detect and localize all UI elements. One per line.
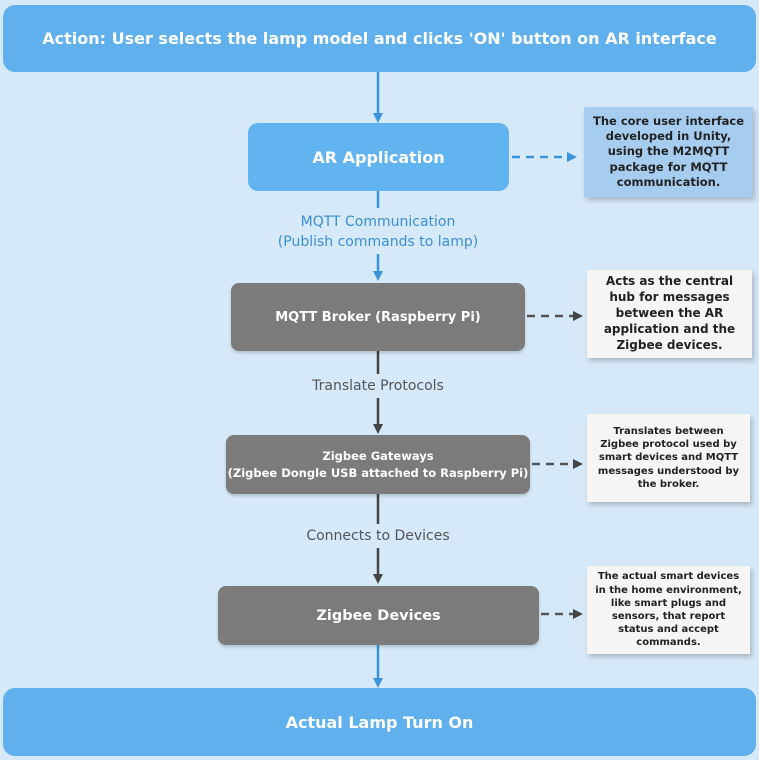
node-zigbee-gateways-subtitle: (Zigbee Dongle USB attached to Raspberry… <box>227 465 529 480</box>
note-ar-application-text: The core user interface developed in Uni… <box>592 114 744 189</box>
note-zigbee-devices: The actual smart devices in the home env… <box>587 566 750 654</box>
node-zigbee-gateways-title: Zigbee Gateways <box>322 449 434 464</box>
node-zigbee-devices-label: Zigbee Devices <box>316 607 441 624</box>
node-ar-application: AR Application <box>248 123 509 191</box>
note-zigbee-devices-text: The actual smart devices in the home env… <box>595 571 742 649</box>
note-zigbee-gateways-text: Translates between Zigbee protocol used … <box>597 426 740 490</box>
edge-label-mqtt-line2: (Publish commands to lamp) <box>277 233 479 250</box>
edge-label-mqtt-line1: MQTT Communication <box>300 214 456 230</box>
note-mqtt-broker-text: Acts as the central hub for messages bet… <box>603 274 736 352</box>
node-zigbee-gateways: Zigbee Gateways (Zigbee Dongle USB attac… <box>226 435 530 494</box>
node-ar-application-label: AR Application <box>312 147 445 167</box>
top-action-bar: Action: User selects the lamp model and … <box>3 5 756 72</box>
edge-label-mqtt: MQTT Communication (Publish commands to … <box>228 213 528 253</box>
node-zigbee-devices: Zigbee Devices <box>218 586 539 645</box>
edge-label-translate-text: Translate Protocols <box>312 378 444 394</box>
top-action-text: Action: User selects the lamp model and … <box>42 29 717 48</box>
bottom-action-bar: Actual Lamp Turn On <box>3 688 756 756</box>
note-zigbee-gateways: Translates between Zigbee protocol used … <box>587 414 750 502</box>
edge-label-translate: Translate Protocols <box>268 377 488 397</box>
edge-label-connects: Connects to Devices <box>268 527 488 547</box>
bottom-action-text: Actual Lamp Turn On <box>285 712 474 732</box>
edge-label-connects-text: Connects to Devices <box>306 528 450 544</box>
node-mqtt-broker-label: MQTT Broker (Raspberry Pi) <box>275 309 481 325</box>
note-mqtt-broker: Acts as the central hub for messages bet… <box>587 270 752 358</box>
node-mqtt-broker: MQTT Broker (Raspberry Pi) <box>231 283 525 351</box>
note-ar-application: The core user interface developed in Uni… <box>584 107 753 197</box>
